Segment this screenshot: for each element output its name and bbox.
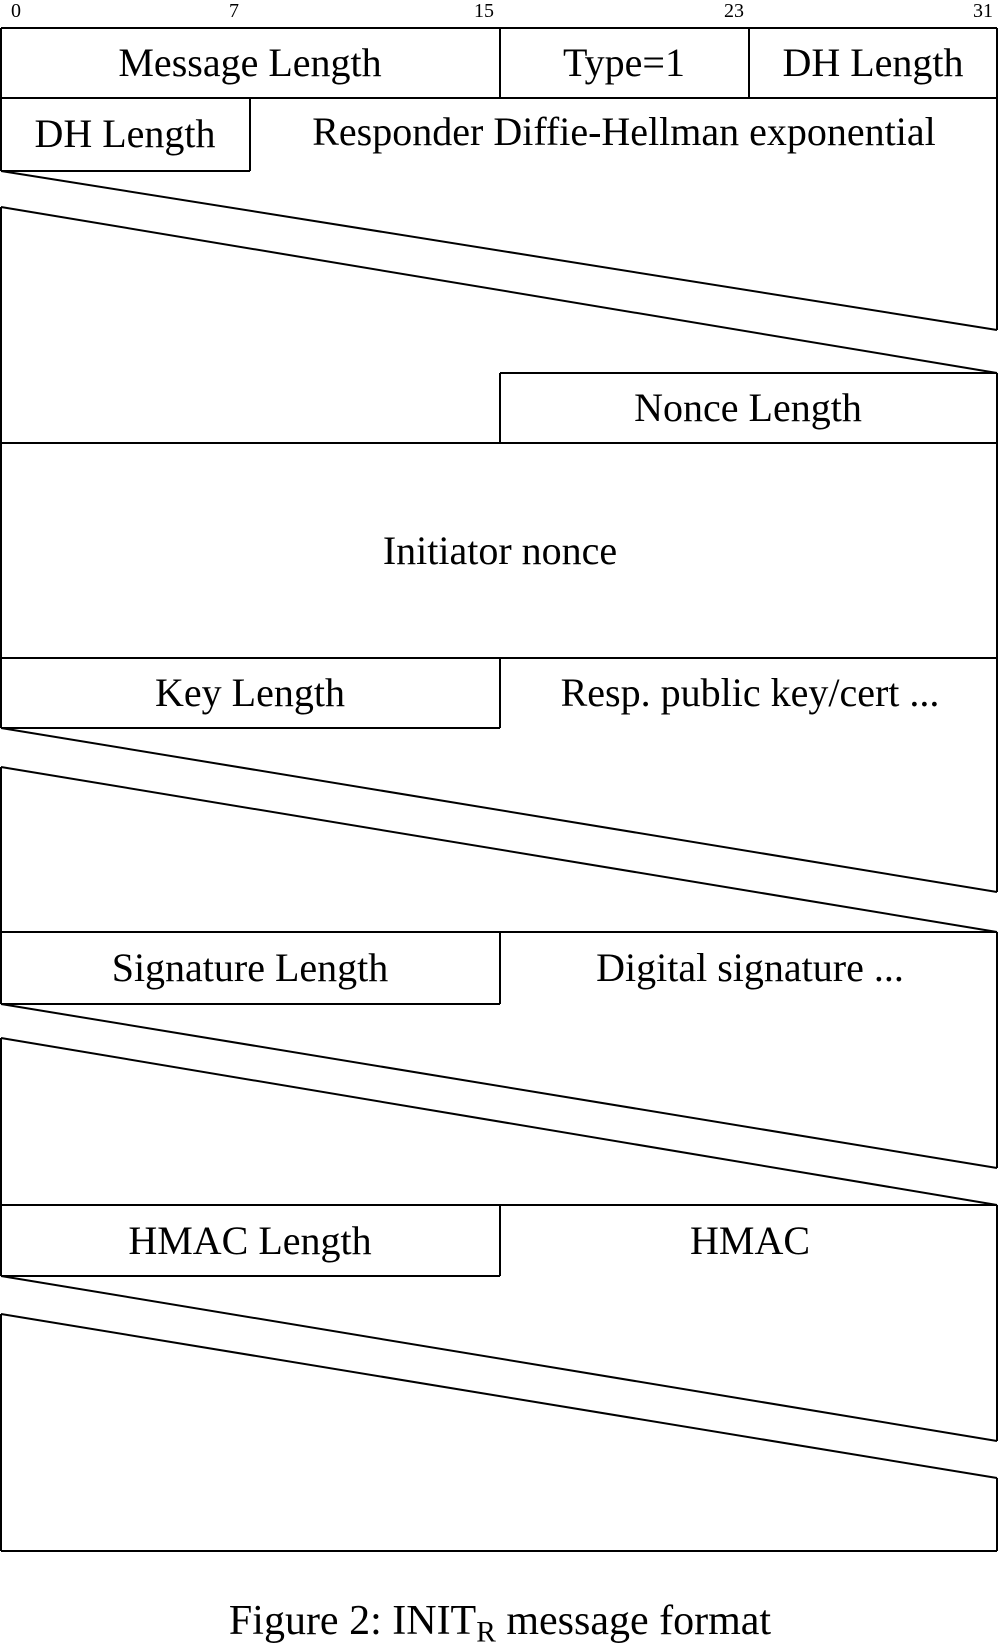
tear-line-digsig-1 (0, 1003, 998, 1169)
figure-caption-suffix: message format (495, 1598, 772, 1645)
tear-line-dh-2 (0, 206, 998, 374)
bit-ruler-label-15: 15 (474, 0, 494, 22)
bit-ruler-label-23: 23 (724, 0, 744, 22)
bit-ruler-label-31: 31 (973, 0, 993, 22)
field-label-signature-length: Signature Length (111, 945, 389, 990)
field-label-hmac: HMAC (689, 1218, 811, 1263)
figure-caption-prefix: Figure 2: INIT (228, 1598, 477, 1645)
field-label-nonce-length: Nonce Length (634, 385, 862, 430)
figure-caption: Figure 2: INITR message format (229, 1600, 771, 1648)
field-label-initiator-nonce: Initiator nonce (382, 528, 618, 573)
field-label-key-length: Key Length (155, 670, 345, 715)
tear-line-respkey-1 (0, 727, 998, 893)
figure-caption-subscript: R (476, 1616, 496, 1649)
bit-ruler-label-0: 0 (11, 0, 21, 22)
field-label-responder-dh: Responder Diffie-Hellman exponential (312, 109, 936, 154)
tear-line-hmac-1 (0, 1275, 998, 1442)
field-label-resp-public-key-cert: Resp. public key/cert ... (560, 670, 940, 715)
tear-line-digsig-2 (0, 1037, 998, 1206)
tear-line-hmac-2 (0, 1313, 998, 1479)
field-label-digital-signature: Digital signature ... (596, 945, 904, 990)
bit-ruler-label-7: 7 (229, 0, 239, 22)
field-label-dh-length-top: DH Length (782, 40, 964, 85)
field-label-dh-length-wrap: DH Length (34, 111, 216, 156)
tear-line-dh-1 (0, 170, 998, 331)
field-label-type: Type=1 (563, 40, 685, 85)
field-label-message-length: Message Length (118, 40, 382, 85)
tear-line-respkey-2 (0, 766, 998, 933)
field-label-hmac-length: HMAC Length (128, 1218, 372, 1263)
